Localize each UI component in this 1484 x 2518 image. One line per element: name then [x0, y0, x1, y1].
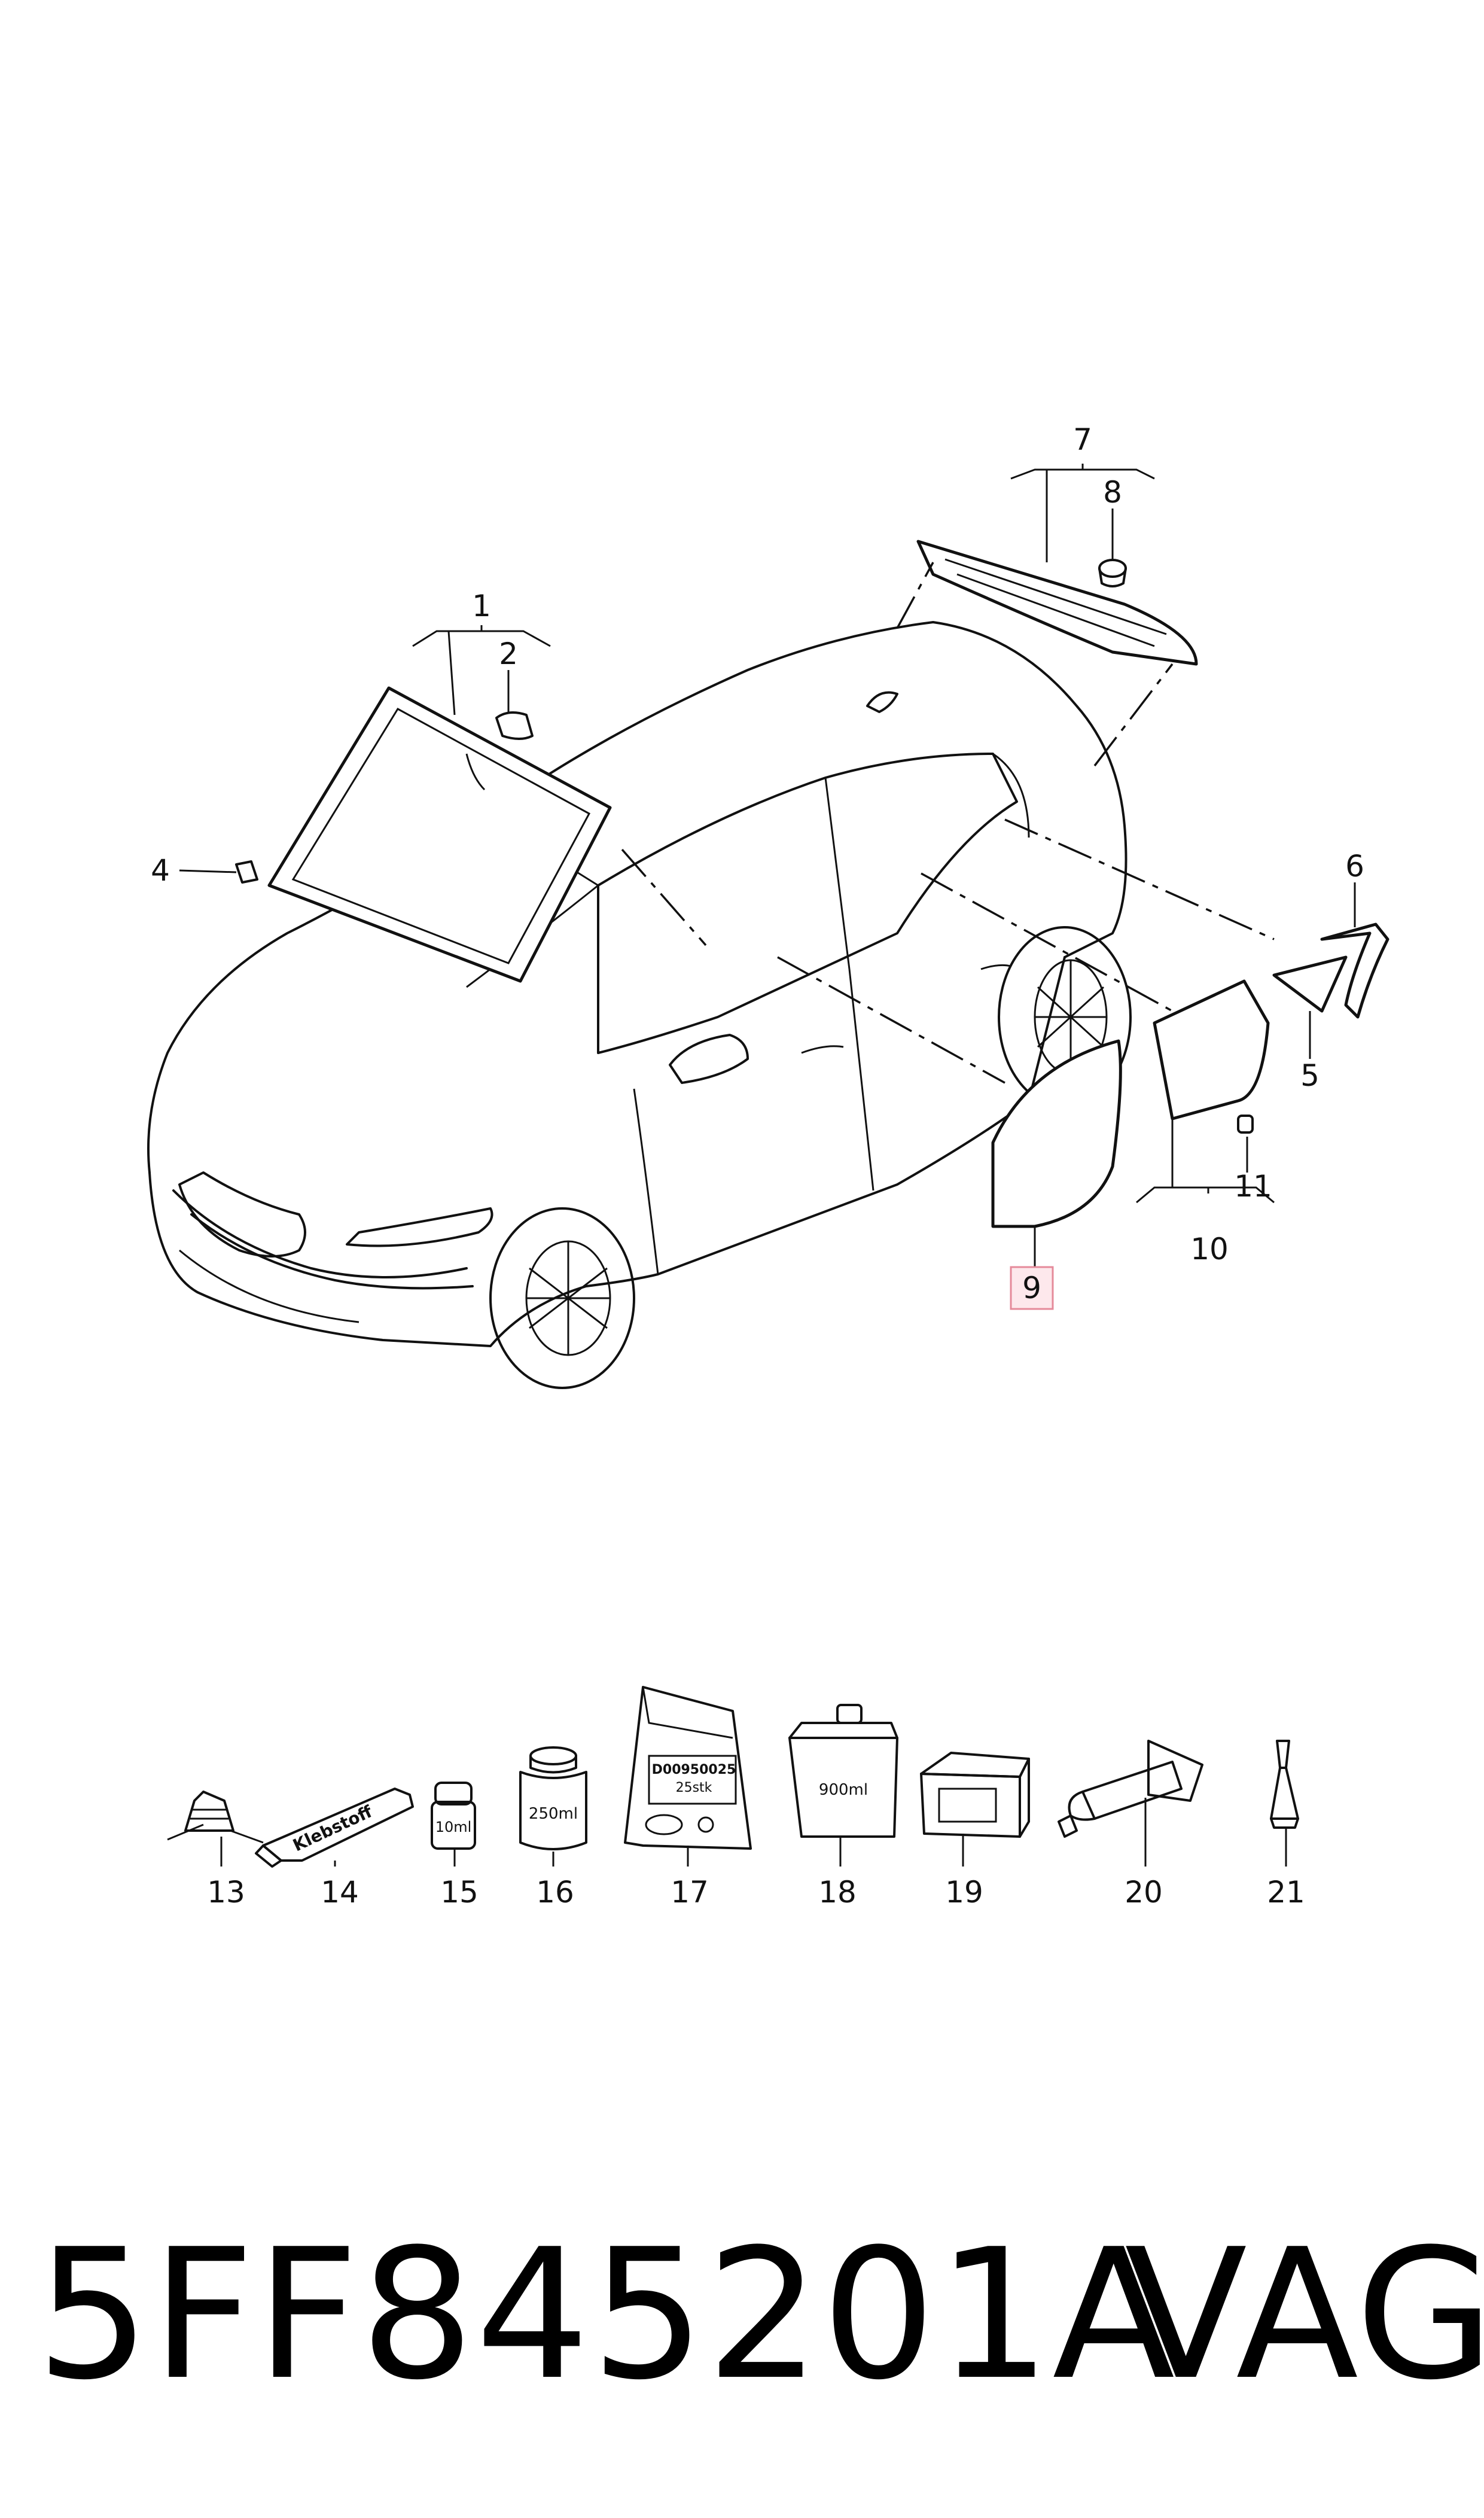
box-900ml-label: 900ml	[819, 1781, 868, 1799]
callout-16: 16	[536, 1875, 574, 1910]
clip-part	[235, 860, 258, 884]
callout-8: 8	[1103, 475, 1122, 510]
callout-15: 15	[440, 1875, 479, 1910]
callout-6: 6	[1345, 849, 1364, 884]
rear-window-part	[916, 540, 1198, 666]
callout-9: 9	[1022, 1271, 1041, 1305]
part-number: 5FF845201A	[36, 2211, 1177, 2419]
cap-part	[1098, 559, 1127, 587]
bush-part	[1237, 1115, 1254, 1134]
can-250ml-label: 250ml	[529, 1805, 578, 1823]
nozzle-item	[1270, 1740, 1299, 1829]
bag-qty-label: 25stk	[676, 1780, 712, 1795]
front-door-glass-part	[991, 1039, 1122, 1228]
cartridge-item	[1058, 1740, 1203, 1838]
callout-20: 20	[1125, 1875, 1163, 1910]
brand-name: VAG	[1125, 2211, 1484, 2419]
callout-lines	[179, 464, 1356, 1268]
quarter-glass-part	[1272, 922, 1389, 1019]
callout-7: 7	[1073, 422, 1092, 457]
callout-2: 2	[499, 637, 518, 671]
nozzle-cone-item	[167, 1791, 264, 1844]
callout-11: 11	[1234, 1169, 1272, 1204]
cardboard-box-item	[920, 1752, 1030, 1838]
callout-19: 19	[945, 1875, 983, 1910]
car-illustration	[147, 621, 1132, 1389]
callout-5: 5	[1300, 1058, 1320, 1093]
callout-18: 18	[818, 1875, 857, 1910]
box-900ml-item: 900ml	[788, 1704, 898, 1838]
bottle-10ml-item: 10ml	[431, 1782, 476, 1850]
accessories-row: Klebstoff 10ml 250ml D00950025 25stk	[167, 1686, 1305, 1910]
parts-diagram: 1 2 4 5 6 7 8 9 10 11 Klebstoff 10ml	[147, 422, 1389, 1910]
highlight-box-9	[1010, 1266, 1054, 1310]
callout-1: 1	[472, 589, 491, 623]
callout-13: 13	[207, 1875, 245, 1910]
leader-lines	[621, 562, 1275, 1084]
callout-21: 21	[1267, 1875, 1305, 1910]
callout-14: 14	[321, 1875, 359, 1910]
windscreen-part	[267, 686, 612, 983]
bag-code-label: D00950025	[652, 1762, 736, 1777]
footer: 5FF845201A VAG	[0, 2213, 1484, 2471]
bottle-10ml-label: 10ml	[435, 1819, 472, 1835]
can-250ml-item: 250ml	[519, 1746, 587, 1850]
rear-door-glass-part	[1153, 979, 1270, 1121]
callout-10: 10	[1190, 1232, 1229, 1266]
mirror-bracket-part	[495, 711, 534, 740]
callout-labels: 1 2 4 5 6 7 8 9 10 11	[151, 422, 1364, 1305]
callout-17: 17	[671, 1875, 709, 1910]
bag-item: D00950025 25stk	[624, 1686, 752, 1850]
adhesive-tube-item: Klebstoff	[255, 1788, 414, 1868]
callout-4: 4	[151, 853, 170, 888]
